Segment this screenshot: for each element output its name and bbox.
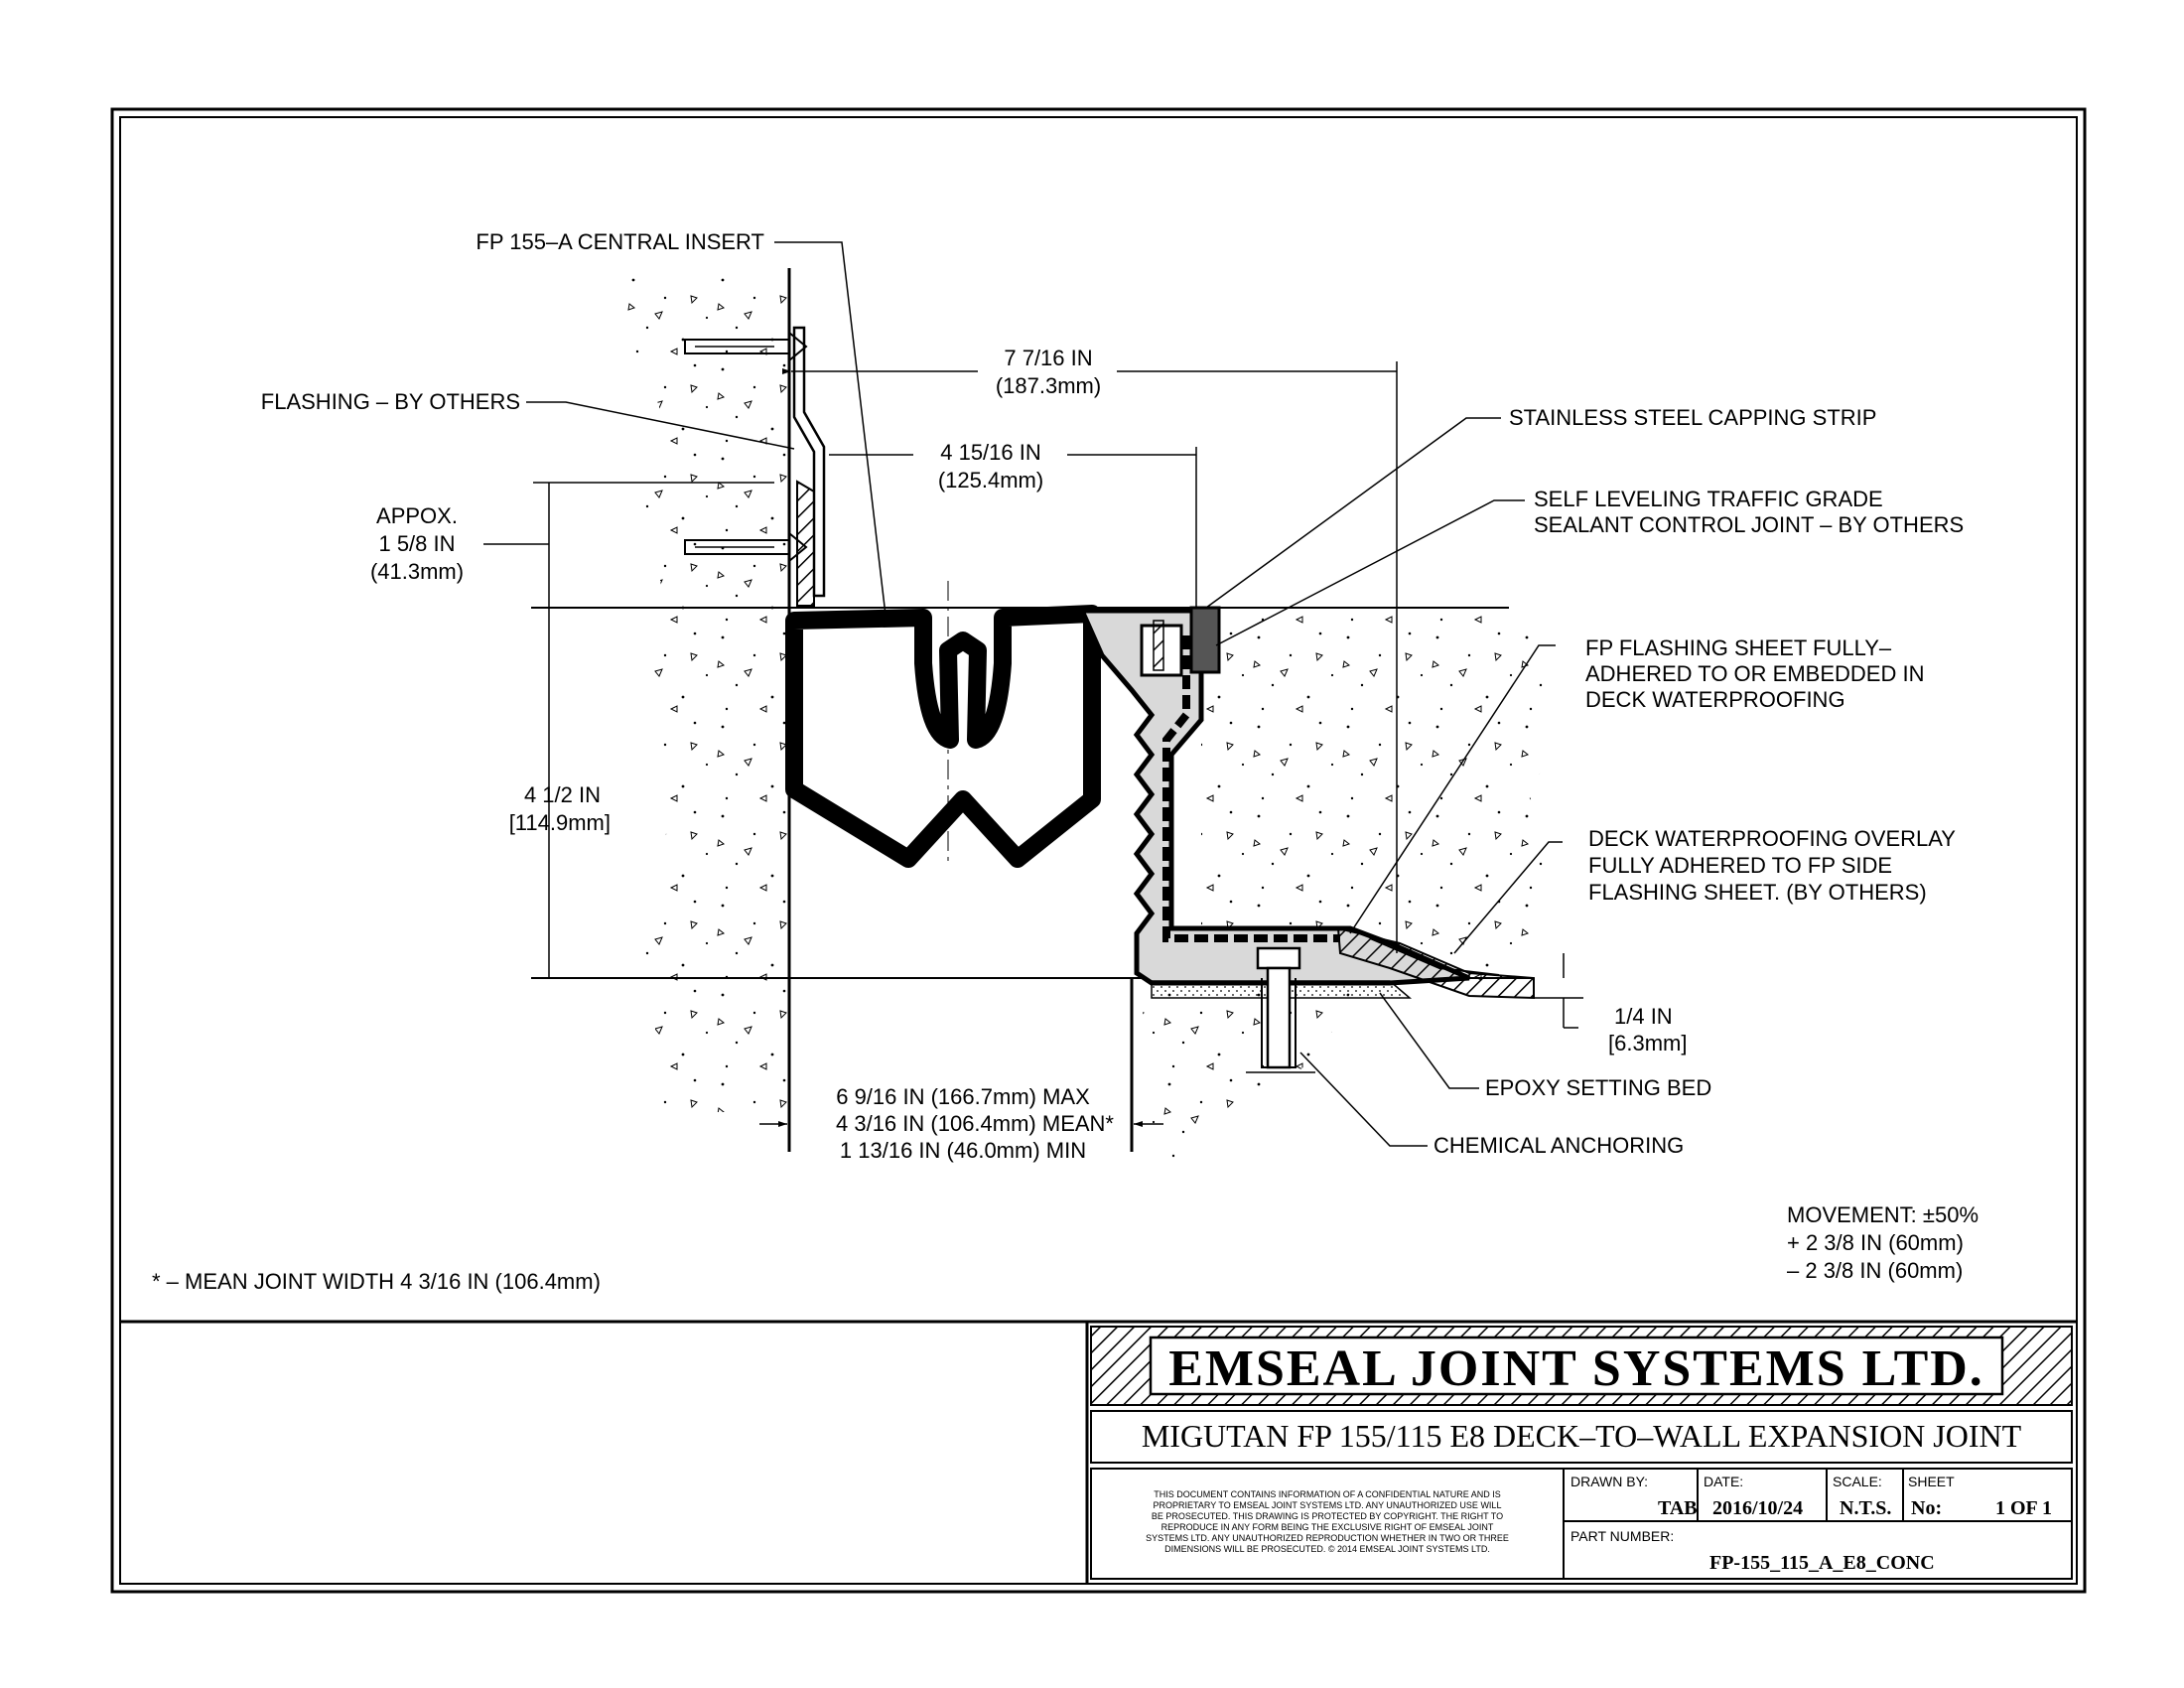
central-insert-profile (785, 581, 1101, 868)
movement-label: MOVEMENT: ±50% (1787, 1202, 1979, 1227)
flashing-label: FLASHING – BY OTHERS (261, 389, 520, 414)
wall-flashing (684, 326, 826, 607)
flashing-sheet-label-1: FP FLASHING SHEET FULLY– (1585, 635, 1892, 660)
deck-concrete (1142, 611, 1555, 1164)
leader-lines (526, 241, 1563, 1147)
drawn-by-label: DRAWN BY: (1570, 1474, 1648, 1489)
date-label: DATE: (1704, 1474, 1743, 1489)
chemical-anchor (1246, 946, 1315, 1073)
sheet-border (110, 107, 2087, 1594)
depth-inch-label: 4 1/2 IN (524, 782, 601, 807)
disclaimer-line-3: BE PROSECUTED. THIS DRAWING IS PROTECTED… (1152, 1511, 1503, 1521)
joint-min-label: 1 13/16 IN (46.0mm) MIN (840, 1138, 1086, 1163)
sheet-no-label: No: (1911, 1497, 1942, 1519)
disclaimer-line-5: SYSTEMS LTD. ANY UNAUTHORIZED REPRODUCTI… (1146, 1533, 1509, 1543)
movement-plus-label: + 2 3/8 IN (60mm) (1787, 1230, 1964, 1255)
dimension-4-1-2 (533, 608, 556, 979)
disclaimer-line-1: THIS DOCUMENT CONTAINS INFORMATION OF A … (1154, 1489, 1501, 1499)
deck-side-frame (1078, 606, 1535, 1000)
quarter-mm-label: [6.3mm] (1608, 1031, 1687, 1055)
scale-label: SCALE: (1833, 1474, 1882, 1489)
dimension-7-7-16 (782, 361, 1398, 953)
callout-labels: FP 155–A CENTRAL INSERT FLASHING – BY OT… (261, 229, 1964, 1163)
left-wall-concrete (596, 278, 789, 1112)
scale-value: N.T.S. (1840, 1497, 1891, 1519)
disclaimer-line-2: PROPRIETARY TO EMSEAL JOINT SYSTEMS LTD.… (1154, 1500, 1502, 1510)
capping-strip-label: STAINLESS STEEL CAPPING STRIP (1509, 405, 1876, 430)
sheet-value: 1 OF 1 (1995, 1497, 2052, 1519)
sealant-label-2: SEALANT CONTROL JOINT – BY OTHERS (1534, 512, 1964, 537)
flashing-sheet-label-2: ADHERED TO OR EMBEDDED IN (1585, 661, 1924, 686)
mean-width-note: * – MEAN JOINT WIDTH 4 3/16 IN (106.4mm) (152, 1269, 601, 1294)
wall-anchor-lower (684, 532, 808, 562)
approx-mm-label: (41.3mm) (370, 559, 464, 584)
depth-mm-label: [114.9mm] (509, 810, 611, 835)
inner-mm-label: (125.4mm) (938, 468, 1043, 492)
company-name: EMSEAL JOINT SYSTEMS LTD. (1168, 1340, 1984, 1397)
overlay-label-1: DECK WATERPROOFING OVERLAY (1588, 826, 1956, 851)
movement-minus-label: – 2 3/8 IN (60mm) (1787, 1258, 1963, 1283)
width-mm-label: (187.3mm) (996, 373, 1101, 398)
dimension-1-4 (1534, 953, 1583, 1029)
overlay-label-2: FULLY ADHERED TO FP SIDE (1588, 853, 1892, 878)
sealant-label-1: SELF LEVELING TRAFFIC GRADE (1534, 487, 1883, 511)
joint-mean-label: 4 3/16 IN (106.4mm) MEAN* (836, 1111, 1114, 1136)
part-number-label: PART NUMBER: (1570, 1528, 1674, 1544)
epoxy-label: EPOXY SETTING BED (1485, 1075, 1711, 1100)
inner-inch-label: 4 15/16 IN (940, 440, 1041, 465)
width-inch-label: 7 7/16 IN (1004, 346, 1092, 370)
part-number-value: FP-155_115_A_E8_CONC (1709, 1552, 1935, 1574)
dimension-approx-1-5-8 (483, 482, 774, 608)
approx-label: APPOX. (376, 503, 458, 528)
drawing-title: MIGUTAN FP 155/115 E8 DECK–TO–WALL EXPAN… (1142, 1418, 2022, 1454)
anchoring-label: CHEMICAL ANCHORING (1433, 1133, 1684, 1158)
disclaimer-line-6: DIMENSIONS WILL BE PROSECUTED. © 2014 EM… (1164, 1544, 1490, 1554)
flashing-sheet-label-3: DECK WATERPROOFING (1585, 687, 1845, 712)
title-block: EMSEAL JOINT SYSTEMS LTD. MIGUTAN FP 155… (1090, 1326, 2073, 1580)
disclaimer-line-4: REPRODUCE IN ANY FORM BEING THE EXCLUSIV… (1161, 1522, 1494, 1532)
joint-max-label: 6 9/16 IN (166.7mm) MAX (836, 1084, 1090, 1109)
date-value: 2016/10/24 (1712, 1497, 1803, 1519)
drawn-by-value: TAB (1658, 1497, 1698, 1519)
sheet-label: SHEET (1908, 1474, 1955, 1489)
approx-inch-label: 1 5/8 IN (378, 531, 455, 556)
dimension-4-15-16 (829, 447, 1197, 608)
quarter-inch-label: 1/4 IN (1614, 1004, 1673, 1029)
notes: MOVEMENT: ±50% + 2 3/8 IN (60mm) – 2 3/8… (152, 1202, 1979, 1294)
overlay-label-3: FLASHING SHEET. (BY OTHERS) (1588, 880, 1927, 905)
wall-anchor-upper (684, 332, 808, 361)
central-insert-label: FP 155–A CENTRAL INSERT (476, 229, 764, 254)
